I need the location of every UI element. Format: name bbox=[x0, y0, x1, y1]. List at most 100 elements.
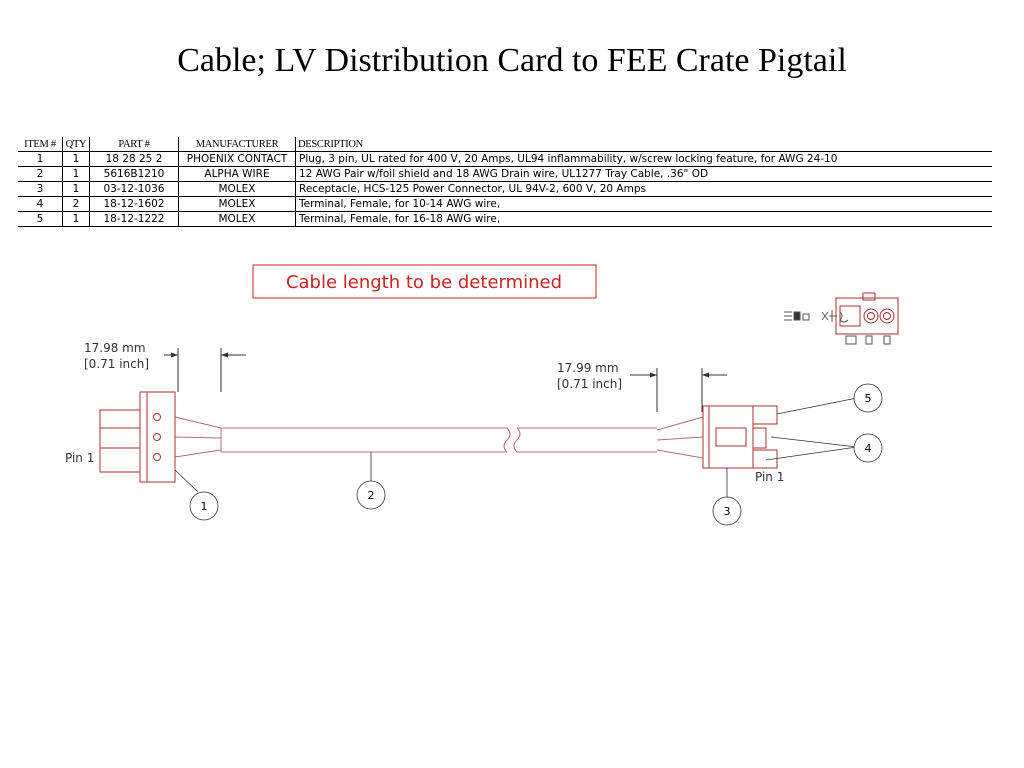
bom-header-item: ITEM # bbox=[18, 137, 63, 152]
right-dimension-arrow-1 bbox=[650, 372, 657, 378]
right-wire-1 bbox=[656, 416, 704, 431]
bom-item: 3 bbox=[18, 181, 63, 197]
callout-number-3: 3 bbox=[724, 505, 731, 518]
plug-body-left bbox=[99, 409, 141, 473]
symbol-mark-a bbox=[784, 311, 792, 321]
right-wire-2 bbox=[656, 436, 704, 441]
bom-description: Plug, 3 pin, UL rated for 400 V, 20 Amps… bbox=[295, 151, 992, 167]
right-receptacle-connector bbox=[702, 405, 778, 469]
bom-manufacturer: PHOENIX CONTACT bbox=[178, 151, 296, 167]
connector-face-symbol bbox=[784, 292, 899, 345]
left-dimension-inch: [0.71 inch] bbox=[84, 357, 149, 371]
right-wire-fanout bbox=[656, 416, 704, 459]
bom-qty: 1 bbox=[62, 181, 90, 197]
bom-part: 18-12-1602 bbox=[89, 196, 179, 212]
callout-circle-3 bbox=[712, 496, 742, 526]
bom-qty: 1 bbox=[62, 166, 90, 182]
bom-header-manufacturer: MANUFACTURER bbox=[178, 137, 296, 152]
cable-break-right bbox=[513, 427, 521, 453]
callout-leaders bbox=[174, 397, 858, 501]
symbol-pin-round-1-inner bbox=[867, 312, 875, 320]
receptacle-cavity-2 bbox=[752, 427, 767, 449]
plug-screw-3 bbox=[153, 453, 161, 461]
left-wire-3 bbox=[174, 449, 222, 458]
callout-number-1: 1 bbox=[201, 500, 208, 513]
symbol-latch bbox=[862, 292, 876, 301]
symbol-mark-e bbox=[845, 335, 891, 345]
bom-manufacturer: ALPHA WIRE bbox=[178, 166, 296, 182]
receptacle-latch bbox=[715, 427, 747, 447]
callout-circle-4 bbox=[853, 433, 883, 463]
left-wire-1 bbox=[174, 416, 222, 429]
plug-screw-1 bbox=[153, 413, 161, 421]
receptacle-cavity-3 bbox=[752, 449, 778, 469]
right-dimension-inch: [0.71 inch] bbox=[557, 377, 622, 391]
bom-part: 03-12-1036 bbox=[89, 181, 179, 197]
bom-header-row: ITEM # QTY PART # MANUFACTURER DESCRIPTI… bbox=[18, 137, 992, 152]
plug-body-right bbox=[139, 391, 176, 483]
bom-item: 4 bbox=[18, 196, 63, 212]
callout-bubble-2: 2 bbox=[356, 480, 386, 510]
left-wire-fanout bbox=[174, 416, 222, 458]
symbol-pin-round-2-inner bbox=[883, 312, 891, 320]
bom-header-qty: QTY bbox=[62, 137, 90, 152]
left-dimension-arrow-1 bbox=[171, 352, 178, 358]
callout-bubble-3: 3 bbox=[712, 496, 742, 526]
left-length-dimension: 17.98 mm [0.71 inch] bbox=[84, 341, 246, 392]
bom-part: 18 28 25 2 bbox=[89, 151, 179, 167]
leader-callout-4a bbox=[770, 436, 858, 448]
leader-callout-4b bbox=[765, 446, 858, 461]
left-dimension-mm: 17.98 mm bbox=[84, 341, 146, 355]
symbol-garbled-marks bbox=[784, 310, 891, 345]
left-pin1-label: Pin 1 bbox=[65, 451, 94, 465]
right-pin1-label: Pin 1 bbox=[755, 470, 784, 484]
bom-manufacturer: MOLEX bbox=[178, 211, 296, 227]
bom-description: 12 AWG Pair w/foil shield and 18 AWG Dra… bbox=[295, 166, 992, 182]
symbol-pin-round-1 bbox=[863, 308, 879, 324]
symbol-pin-round-2 bbox=[879, 308, 895, 324]
symbol-mark-c bbox=[802, 313, 810, 321]
callout-number-2: 2 bbox=[368, 489, 375, 502]
callout-number-5: 5 bbox=[865, 392, 872, 405]
bom-manufacturer: MOLEX bbox=[178, 181, 296, 197]
bom-row: 3 1 03-12-1036 MOLEX Receptacle, HCS-125… bbox=[18, 181, 992, 197]
right-length-dimension: 17.99 mm [0.71 inch] bbox=[557, 361, 727, 412]
length-note: Cable length to be determined bbox=[252, 264, 597, 299]
symbol-mark-d bbox=[821, 310, 849, 323]
length-note-frame bbox=[252, 264, 597, 299]
symbol-mark-b bbox=[793, 311, 801, 321]
callout-circle-1 bbox=[189, 491, 219, 521]
length-note-text: Cable length to be determined bbox=[286, 272, 562, 293]
plug-screw-2 bbox=[153, 433, 161, 441]
bom-header-part: PART # bbox=[89, 137, 179, 152]
callout-circle-2 bbox=[356, 480, 386, 510]
callout-bubble-4: 4 bbox=[853, 433, 883, 463]
bom-description: Terminal, Female, for 10-14 AWG wire, bbox=[295, 196, 992, 212]
bill-of-materials-table: ITEM # QTY PART # MANUFACTURER DESCRIPTI… bbox=[18, 137, 992, 227]
right-dimension-arrow-2 bbox=[702, 372, 709, 378]
bom-qty: 1 bbox=[62, 151, 90, 167]
leader-callout-1 bbox=[174, 469, 199, 493]
page-title: Cable; LV Distribution Card to FEE Crate… bbox=[177, 42, 847, 79]
leader-callout-5 bbox=[776, 397, 858, 415]
bom-manufacturer: MOLEX bbox=[178, 196, 296, 212]
right-wire-3 bbox=[656, 449, 704, 459]
bom-item: 2 bbox=[18, 166, 63, 182]
right-dimension-mm: 17.99 mm bbox=[557, 361, 619, 375]
receptacle-cavity-1 bbox=[752, 405, 778, 425]
bom-row: 2 1 5616B1210 ALPHA WIRE 12 AWG Pair w/f… bbox=[18, 166, 992, 182]
bom-part: 18-12-1222 bbox=[89, 211, 179, 227]
bom-item: 1 bbox=[18, 151, 63, 167]
bom-description: Terminal, Female, for 16-18 AWG wire, bbox=[295, 211, 992, 227]
bom-qty: 1 bbox=[62, 211, 90, 227]
cable-break-left bbox=[503, 427, 511, 453]
bom-description: Receptacle, HCS-125 Power Connector, UL … bbox=[295, 181, 992, 197]
callout-bubble-1: 1 bbox=[189, 491, 219, 521]
callout-number-4: 4 bbox=[865, 442, 872, 455]
cable-item-2 bbox=[220, 427, 657, 453]
bom-qty: 2 bbox=[62, 196, 90, 212]
bom-header-description: DESCRIPTION bbox=[295, 137, 992, 152]
left-dimension-arrow-2 bbox=[221, 352, 228, 358]
